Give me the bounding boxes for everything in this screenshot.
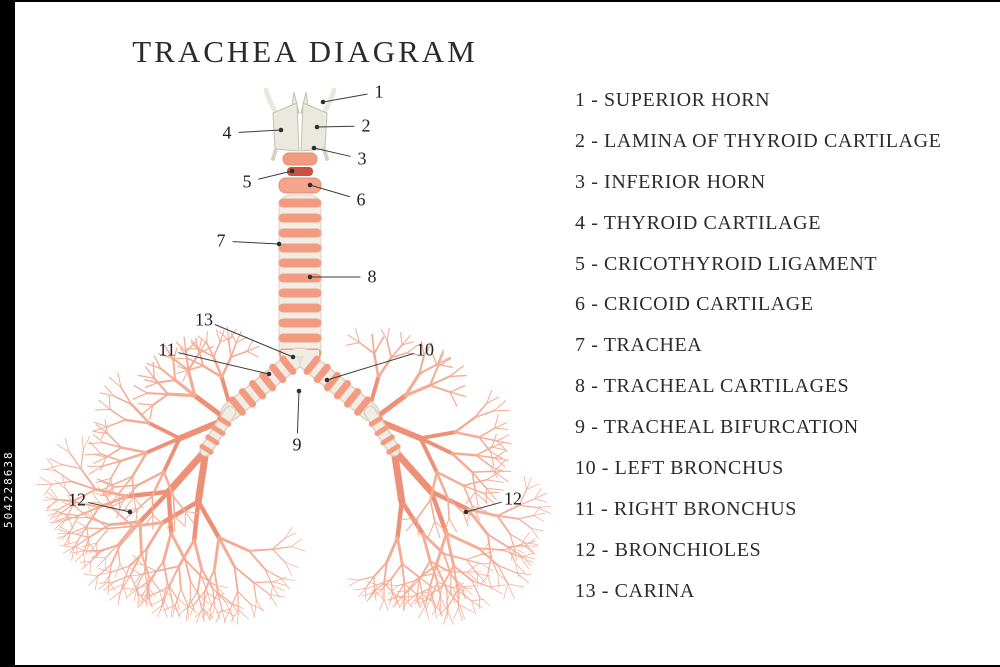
callout-number: 13	[195, 309, 213, 330]
watermark-id: 504228638	[2, 450, 15, 528]
frame-line-bottom	[0, 665, 1000, 667]
legend-item: 4 - THYROID CARTILAGE	[575, 211, 822, 234]
callout-number: 2	[361, 115, 371, 136]
callout-number: 5	[242, 171, 252, 192]
anatomy-group	[36, 87, 551, 625]
callout-number: 6	[356, 189, 366, 210]
callout-number: 3	[357, 148, 367, 169]
legend-item: 12 - BRONCHIOLES	[575, 538, 762, 561]
callout-number: 10	[416, 339, 434, 360]
legend-item: 2 - LAMINA OF THYROID CARTILAGE	[575, 129, 942, 152]
legend-item: 11 - RIGHT BRONCHUS	[575, 497, 797, 520]
legend-item: 8 - TRACHEAL CARTILAGES	[575, 375, 850, 398]
frame-line-top	[0, 0, 1000, 2]
page-title: TRACHEA DIAGRAM	[132, 34, 478, 69]
callout-number: 12	[504, 488, 522, 509]
legend-item: 7 - TRACHEA	[575, 334, 703, 357]
legend-item: 1 - SUPERIOR HORN	[575, 89, 771, 111]
legend-item: 5 - CRICOTHYROID LIGAMENT	[575, 252, 878, 275]
legend-item: 6 - CRICOID CARTILAGE	[575, 293, 814, 316]
callout-number: 9	[292, 434, 302, 455]
legend-item: 10 - LEFT BRONCHUS	[575, 457, 784, 480]
callout-number: 1	[374, 81, 384, 102]
leader-lines	[88, 93, 502, 515]
callout-number: 8	[367, 266, 377, 287]
legend-item: 3 - INFERIOR HORN	[575, 170, 766, 193]
legend: 1 - SUPERIOR HORN 2 - LAMINA OF THYROID C…	[575, 80, 985, 612]
legend-item: 13 - CARINA	[575, 579, 695, 602]
callout-number: 4	[222, 122, 232, 143]
callout-number: 7	[216, 230, 226, 251]
callout-number: 12	[68, 489, 86, 510]
watermark-bar: 504228638	[0, 0, 15, 667]
callout-number: 11	[158, 339, 176, 360]
legend-item: 9 - TRACHEAL BIFURCATION	[575, 416, 859, 439]
